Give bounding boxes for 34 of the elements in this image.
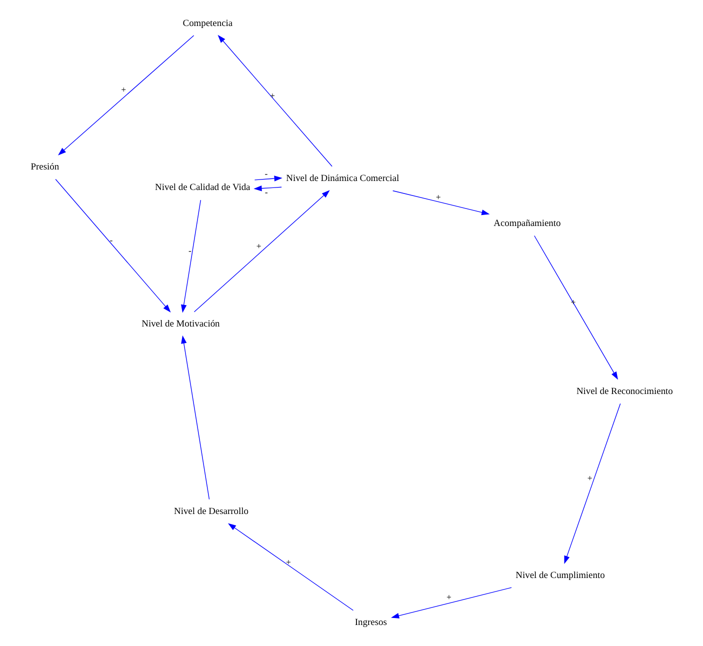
arrow [390, 587, 512, 618]
arrow [254, 176, 282, 182]
node-text: Ingresos [354, 618, 387, 628]
edge-label: + [436, 192, 441, 202]
node-text: Nivel de Reconocimiento [576, 386, 673, 397]
arrow [181, 335, 210, 500]
edge-label: + [286, 556, 291, 567]
node-text: Nivel de Cumplimiento [516, 570, 605, 581]
arrow [58, 35, 194, 156]
arrow [55, 178, 171, 313]
edge-label: - [110, 235, 113, 246]
edge-label: - [264, 168, 268, 178]
node-text: Nivel de Desarrollo [174, 507, 248, 518]
arrow [181, 200, 202, 313]
edge-label: + [121, 84, 126, 95]
arrow [218, 34, 332, 167]
arrow [228, 523, 354, 611]
arrow [534, 235, 618, 380]
edge-label: - [188, 246, 192, 256]
node-text: Presión [30, 162, 60, 172]
edge-label: - [264, 187, 268, 198]
arrow [254, 186, 282, 192]
edge-label: + [256, 240, 262, 251]
arrow [194, 190, 330, 312]
node-text: Competencia [182, 18, 233, 29]
node-text: Acompañamiento [494, 218, 561, 229]
edge-label: + [587, 472, 592, 483]
edge-label: + [446, 592, 452, 602]
arrow [564, 403, 621, 564]
edge-label: + [270, 90, 276, 101]
node-text: Nivel de Dinámica Comercial [286, 174, 400, 184]
node-text: Nivel de Motivación [142, 320, 220, 330]
arrow [392, 190, 490, 216]
node-text: Nivel de Calidad de Vida [155, 183, 250, 194]
